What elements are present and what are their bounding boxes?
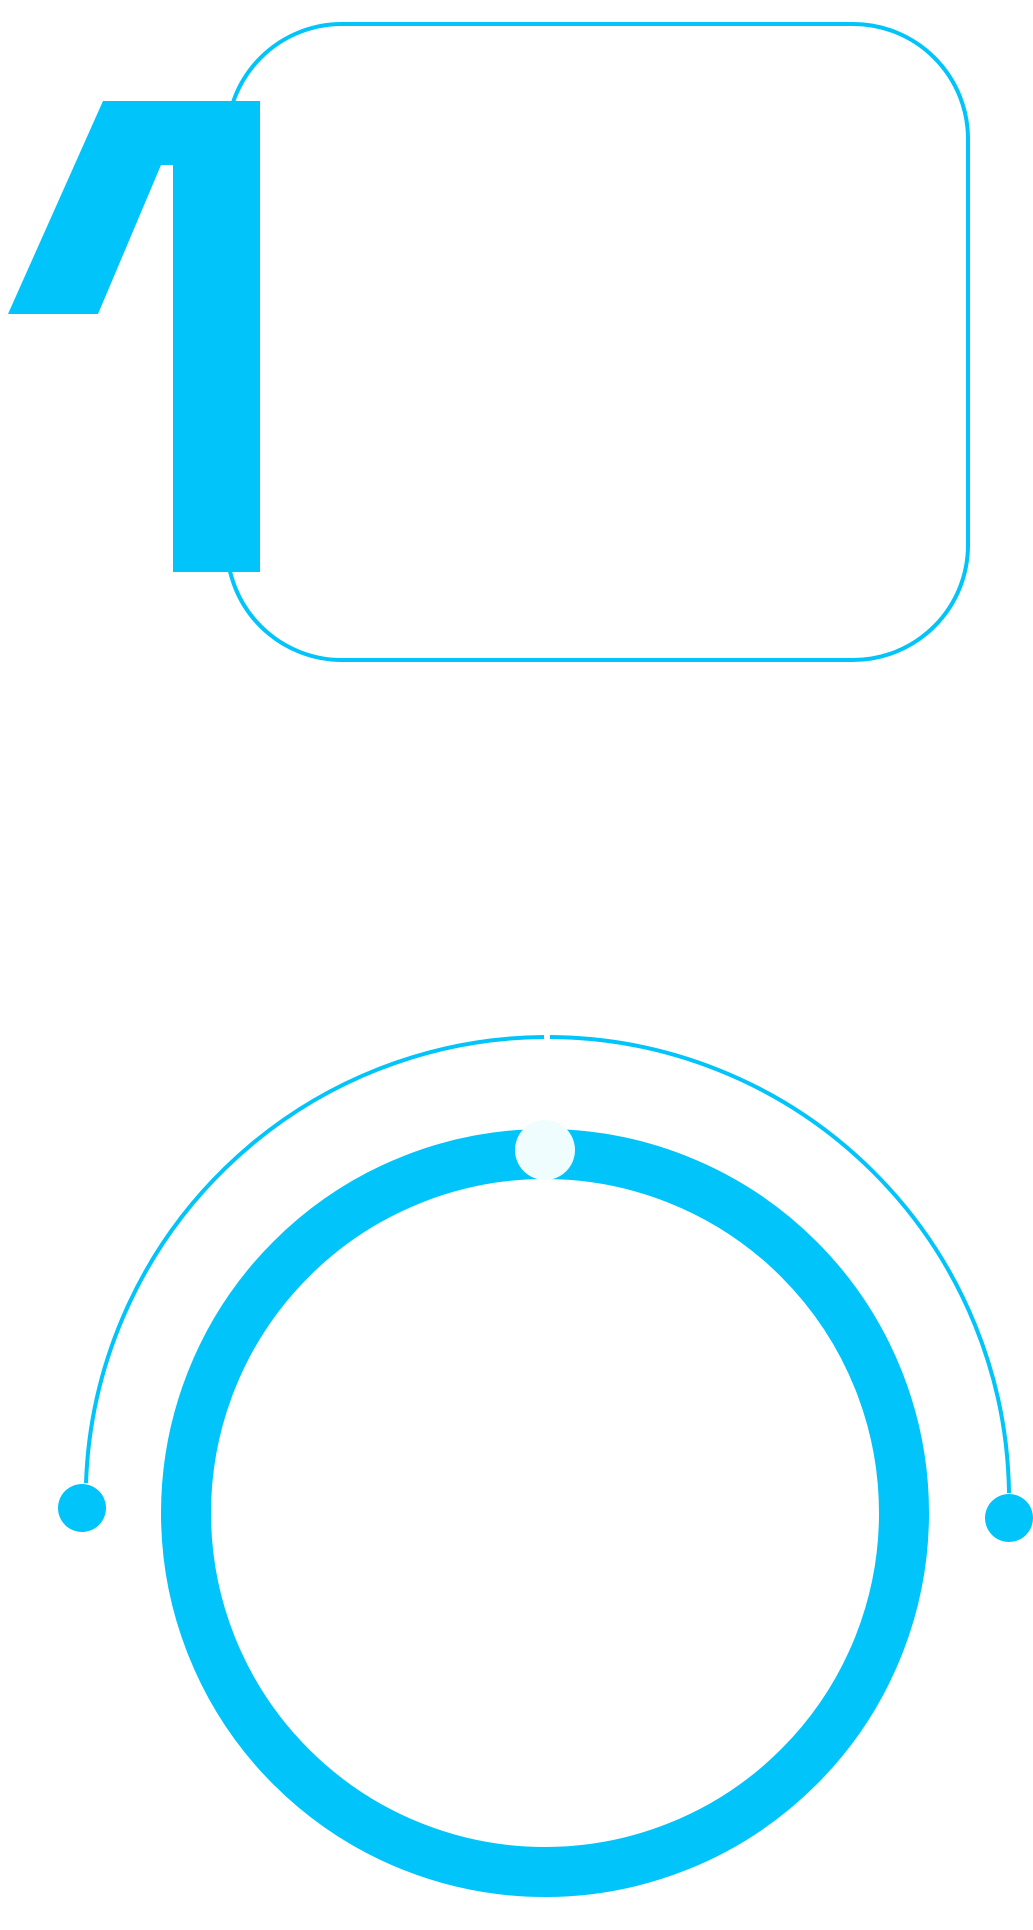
right-endpoint-dot — [985, 1494, 1033, 1542]
numeral-one-glyph — [8, 101, 260, 572]
rounded-frame — [225, 22, 970, 662]
outer-arc-right — [549, 1035, 1011, 1494]
ring-knob — [515, 1120, 575, 1180]
left-endpoint-dot — [58, 1484, 106, 1532]
main-ring — [161, 1129, 929, 1897]
outer-arc-left — [84, 1035, 545, 1484]
